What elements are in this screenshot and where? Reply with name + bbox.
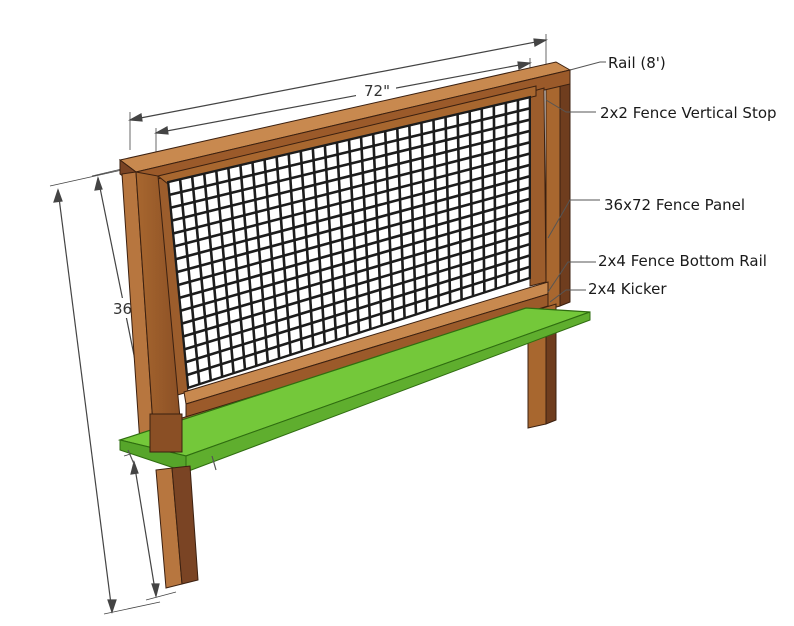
- right-post: [545, 68, 571, 311]
- mesh-wire-horizontal: [171, 129, 530, 222]
- mesh-wire-horizontal: [177, 186, 530, 287]
- width-dimension: [127, 34, 549, 156]
- mesh-wire-horizontal: [186, 265, 530, 377]
- mesh-wire-horizontal: [172, 140, 530, 235]
- hardware-marks: [127, 449, 217, 471]
- mesh-wire-horizontal: [183, 242, 530, 351]
- label-fence-panel: 36x72 Fence Panel: [604, 196, 745, 214]
- mesh-wire-horizontal: [175, 163, 530, 261]
- mesh-wire-horizontal: [168, 107, 530, 197]
- label-kicker: 2x4 Kicker: [588, 280, 667, 298]
- width-label: 72": [364, 82, 390, 100]
- mesh-wire-horizontal: [173, 152, 530, 248]
- width-label-bg: [356, 80, 396, 100]
- mesh-wire-horizontal: [181, 220, 530, 325]
- bottom-rail: [183, 281, 549, 419]
- label-rail: Rail (8'): [608, 54, 666, 72]
- height-dimension: [49, 169, 161, 615]
- mesh-wire-horizontal: [182, 231, 530, 338]
- left-post-front: [149, 413, 183, 453]
- label-vertical-stop: 2x2 Fence Vertical Stop: [600, 104, 777, 122]
- left-leg: [155, 465, 199, 589]
- mesh-wire-horizontal: [170, 118, 530, 210]
- mesh-wire-horizontal: [178, 197, 530, 300]
- leader-lines: [545, 61, 606, 303]
- fence-panel-border: [166, 95, 531, 390]
- mesh-wire-horizontal: [180, 208, 530, 312]
- label-bottom-rail: 2x4 Fence Bottom Rail: [598, 252, 767, 270]
- mesh-wire-horizontal: [176, 174, 530, 274]
- mesh-wire-horizontal: [185, 254, 530, 364]
